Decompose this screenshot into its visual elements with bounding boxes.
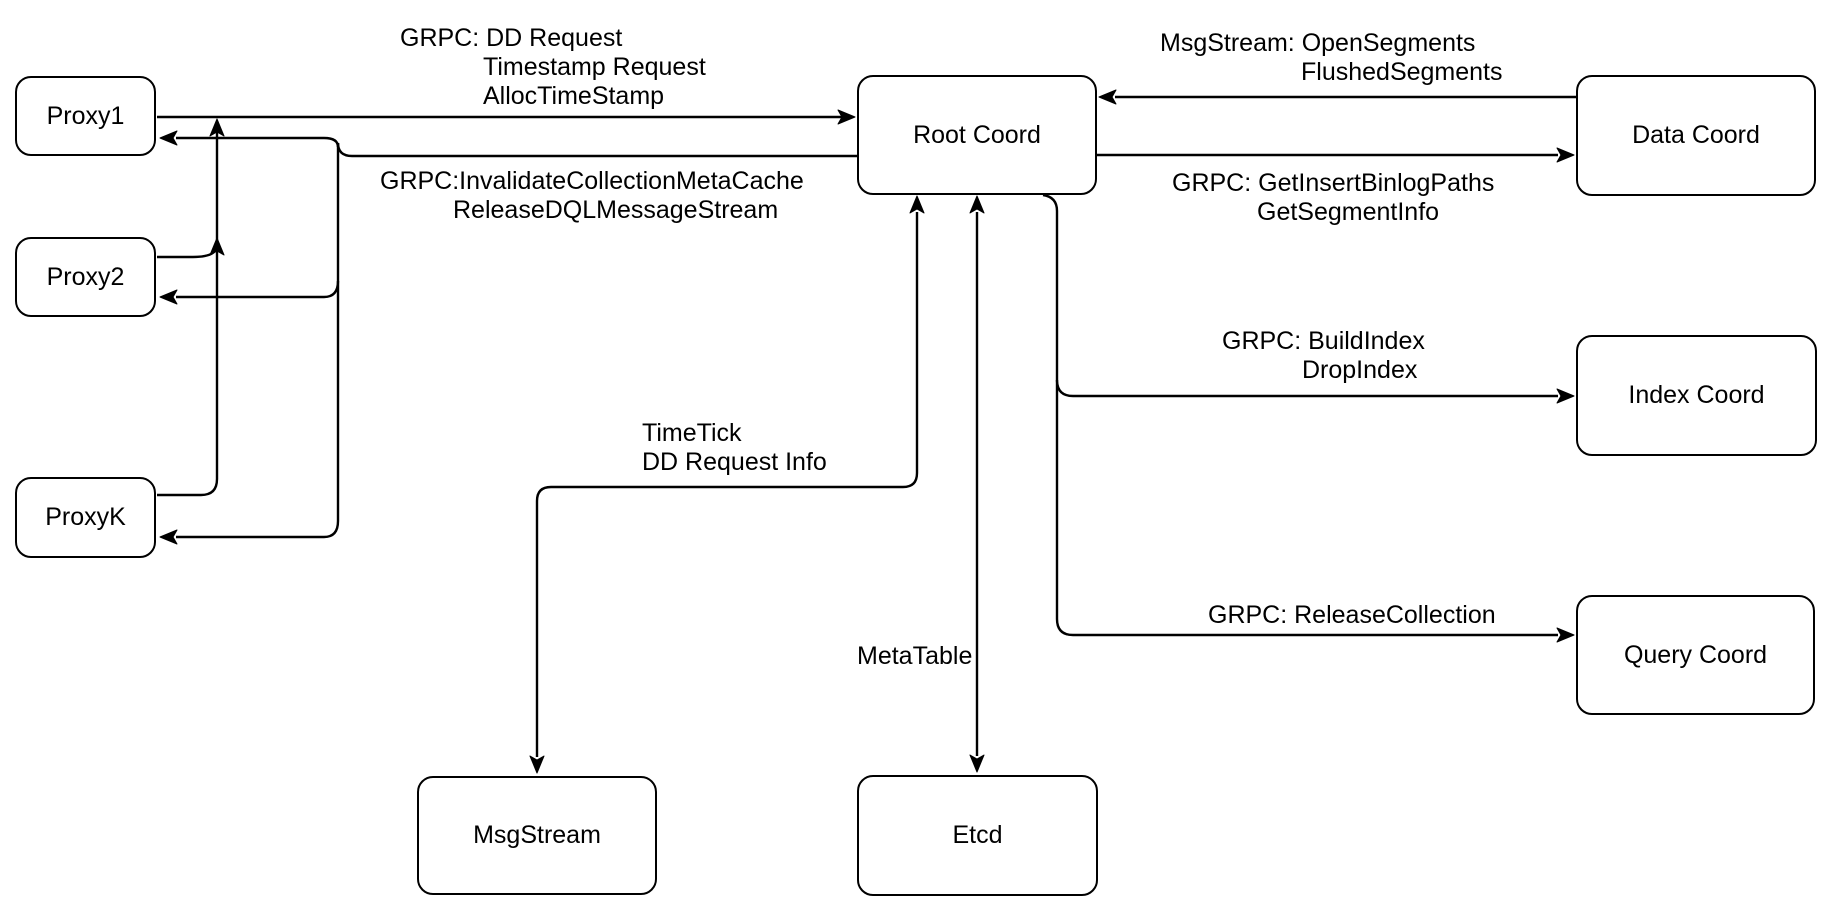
edge-root-to-query [1042, 193, 1558, 637]
label-line: MsgStream: OpenSegments [1160, 29, 1476, 57]
arrowhead-into-data [1556, 147, 1575, 163]
label-line: GRPC: DD Request [400, 24, 623, 52]
node-root-coord: Root Coord [857, 75, 1097, 195]
node-etcd-label: Etcd [952, 821, 1003, 849]
arrowhead-into-proxy2 [159, 289, 178, 305]
node-proxy1: Proxy1 [15, 76, 156, 156]
label-line: AllocTimeStamp [483, 82, 665, 110]
label-line: GRPC: BuildIndex [1222, 327, 1425, 355]
label-line: TimeTick [642, 419, 742, 447]
label-line: GRPC:InvalidateCollectionMetaCache [380, 167, 804, 195]
edge-proxy2-join-bus [157, 244, 219, 259]
label-line: MetaTable [857, 642, 973, 670]
node-data-coord: Data Coord [1576, 75, 1816, 196]
edge-root-to-index [1055, 379, 1558, 398]
edge-branch-into-proxy1 [176, 136, 340, 148]
arrowhead-into-etcd [969, 754, 985, 773]
label-data-to-root: MsgStream: OpenSegments FlushedSegments [1160, 29, 1503, 87]
node-proxyk: ProxyK [15, 477, 156, 558]
edge-down-bus-to-proxyk [176, 143, 340, 539]
label-line: ReleaseDQLMessageStream [453, 196, 779, 224]
edge-branch-into-proxy2 [176, 280, 340, 299]
arrowhead-into-root-left [837, 109, 856, 125]
label-root-to-query: GRPC: ReleaseCollection [1208, 601, 1496, 630]
arrowhead-bus-proxy2-up [209, 237, 225, 256]
arrowhead-into-proxy1 [159, 130, 178, 146]
node-proxy2-label: Proxy2 [46, 262, 125, 291]
label-root-to-index: GRPC: BuildIndex DropIndex [1222, 327, 1425, 385]
label-line: FlushedSegments [1301, 58, 1503, 86]
node-root-coord-label: Root Coord [913, 120, 1041, 149]
node-query-coord-label: Query Coord [1623, 640, 1768, 669]
node-msgstream-label: MsgStream [473, 821, 601, 849]
edge-proxyk-up-bus [157, 131, 219, 497]
label-root-to-data: GRPC: GetInsertBinlogPaths GetSegmentInf… [1172, 169, 1494, 227]
node-query-coord: Query Coord [1576, 595, 1815, 715]
node-proxyk-label: ProxyK [45, 503, 126, 531]
label-line: GetSegmentInfo [1257, 198, 1440, 226]
label-line: GRPC: ReleaseCollection [1208, 601, 1496, 629]
node-index-coord-label: Index Coord [1628, 381, 1765, 409]
label-root-msgstream: TimeTick DD Request Info [642, 419, 827, 477]
arrowhead-into-root-bottom-left [909, 195, 925, 214]
label-line: Timestamp Request [483, 53, 706, 81]
node-proxy1-label: Proxy1 [46, 101, 125, 130]
node-msgstream: MsgStream [417, 776, 657, 895]
node-etcd: Etcd [857, 775, 1098, 896]
arrowhead-into-root-right [1098, 89, 1117, 105]
label-root-etcd: MetaTable [857, 642, 972, 671]
node-data-coord-label: Data Coord [1632, 121, 1760, 149]
arrowhead-into-msgstream [529, 755, 545, 774]
arrowhead-into-root-bottom-right [969, 195, 985, 214]
label-proxies-to-root: GRPC: DD Request Timestamp Request Alloc… [400, 24, 706, 111]
label-line: DropIndex [1302, 356, 1418, 384]
edge-root-to-proxies-trunk [336, 142, 857, 158]
edge-root-msgstream [535, 212, 919, 757]
node-proxy2: Proxy2 [15, 237, 156, 317]
arrowhead-into-proxyk [159, 529, 178, 545]
label-root-to-proxies: GRPC:InvalidateCollectionMetaCache Relea… [380, 167, 804, 225]
arrowhead-bus-top-up [209, 118, 225, 137]
label-line: GRPC: GetInsertBinlogPaths [1172, 169, 1495, 197]
node-index-coord: Index Coord [1576, 335, 1817, 456]
arrowhead-into-query [1556, 627, 1575, 643]
label-line: DD Request Info [642, 448, 827, 476]
arrowhead-into-index [1556, 388, 1575, 404]
